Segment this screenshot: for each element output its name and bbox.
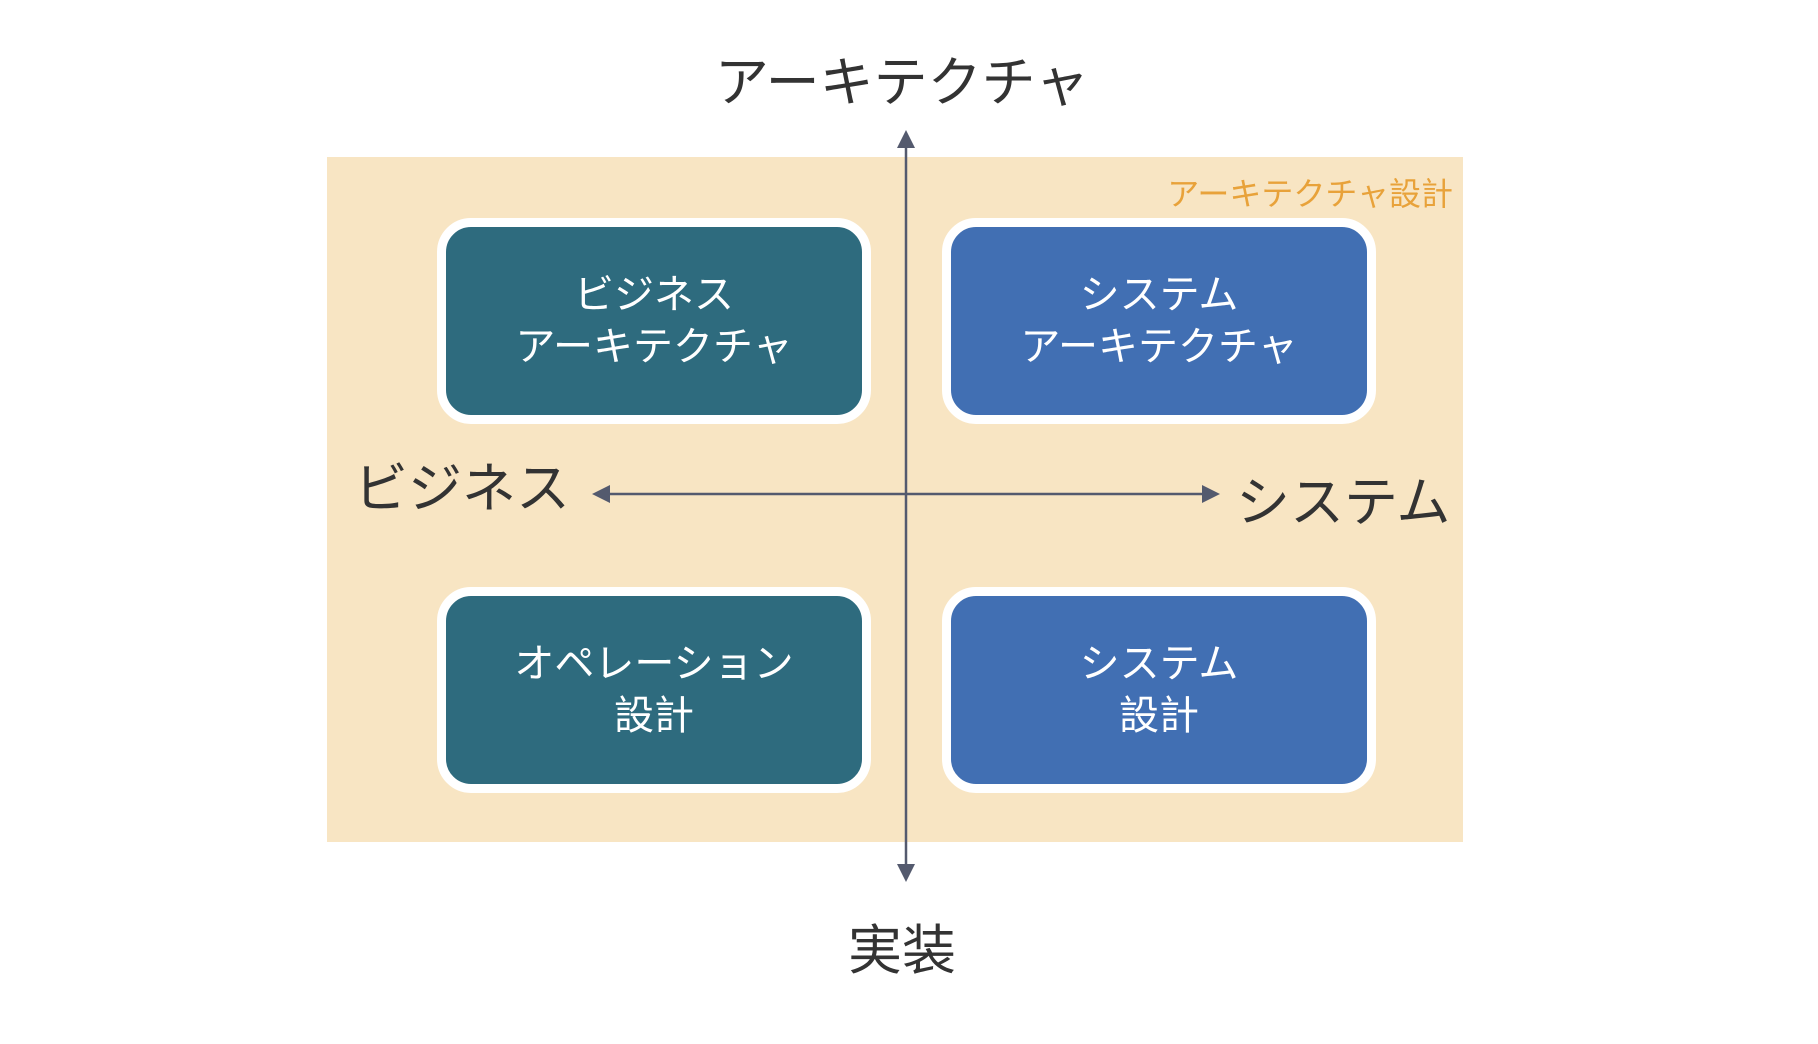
- box-label-line1: システム: [1079, 641, 1239, 687]
- box-label-line2: 設計: [613, 693, 694, 739]
- axis-label-architecture: アーキテクチャ: [714, 51, 1090, 114]
- box-label-line2: アーキテクチャ: [1020, 324, 1298, 370]
- axis-label-system: システム: [1236, 471, 1451, 534]
- box-label-line2: 設計: [1119, 693, 1199, 739]
- system-design-box: システム 設計: [942, 587, 1376, 793]
- box-label-line1: システム: [1079, 272, 1239, 318]
- arrow-up-head: [897, 130, 915, 148]
- operation-design-box: オペレーション 設計: [437, 587, 871, 793]
- box-label-line1: ビジネス: [573, 272, 734, 318]
- system-architecture-box: システム アーキテクチャ: [942, 218, 1376, 424]
- axis-label-business: ビジネス: [354, 457, 570, 520]
- box-label-line2: アーキテクチャ: [515, 324, 793, 370]
- business-architecture-box: ビジネス アーキテクチャ: [437, 218, 871, 424]
- region-label: アーキテクチャ設計: [1167, 175, 1453, 213]
- axis-label-implementation: 実装: [848, 919, 956, 982]
- arrow-down-head: [897, 864, 915, 882]
- box-label-line1: オペレーション: [514, 641, 794, 687]
